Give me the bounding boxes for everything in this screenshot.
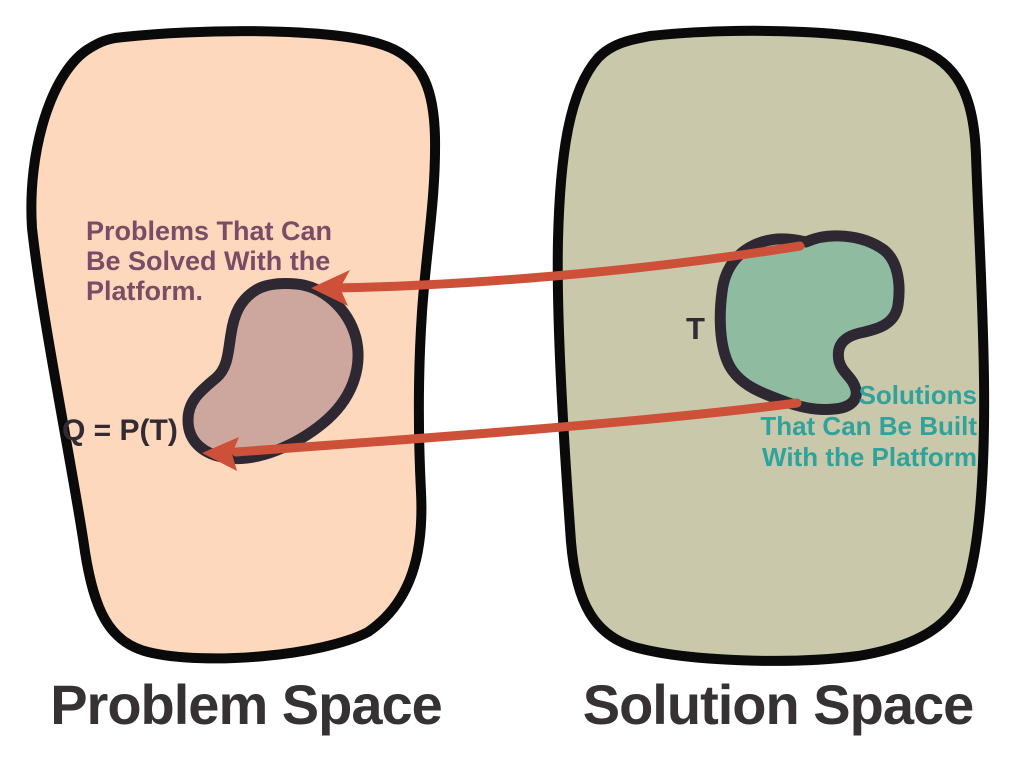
mapping-arrow-bottom — [231, 398, 802, 457]
solution-space-title: Solution Space — [582, 673, 975, 736]
problem-annotation: Problems That Can Be Solved With the Pla… — [86, 216, 332, 306]
problem-subset-label: Q = P(T) — [62, 414, 178, 447]
solution-annotation-line: With the Platform — [762, 442, 977, 472]
problem-annotation-line: Platform. — [86, 276, 204, 306]
solution-subset-blob — [714, 230, 905, 415]
solution-annotation-line: That Can Be Built — [760, 411, 977, 441]
solution-annotation: Solutions That Can Be Built With the Pla… — [700, 380, 977, 473]
mapping-arrow-bottom-head — [202, 437, 239, 471]
problem-space-title: Problem Space — [50, 673, 443, 736]
mapping-arrow-top-head — [311, 270, 350, 306]
solution-annotation-line: Solutions — [858, 380, 977, 410]
problem-subset-blob — [182, 278, 364, 465]
problem-annotation-line: Be Solved With the — [86, 246, 331, 276]
problem-annotation-line: Problems That Can — [86, 216, 333, 246]
solution-subset-label: T — [686, 311, 705, 346]
mapping-arrow-top — [329, 241, 805, 293]
